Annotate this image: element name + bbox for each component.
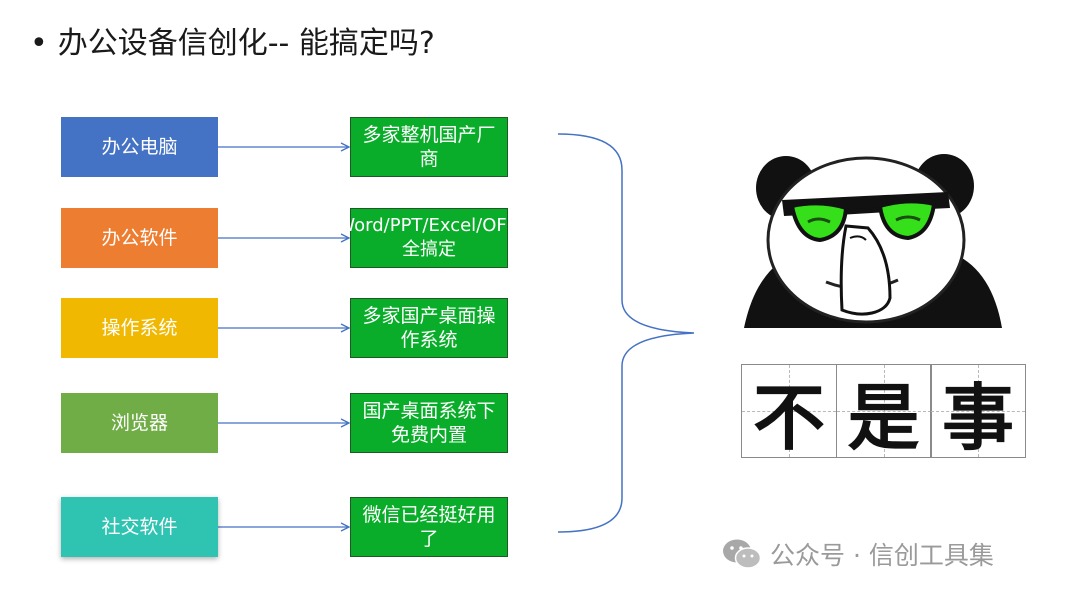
category-box-3: 操作系统 — [61, 298, 218, 358]
answer-label: 多家国产桌面操作系统 — [362, 305, 496, 351]
category-box-1: 办公电脑 — [61, 117, 218, 177]
caption-char: 不 — [752, 374, 825, 460]
category-box-5: 社交软件 — [61, 497, 218, 557]
answer-box-5: 微信已经挺好用了 — [350, 497, 508, 557]
category-box-4: 浏览器 — [61, 393, 218, 453]
category-label: 浏览器 — [110, 412, 168, 434]
answer-label: 微信已经挺好用了 — [362, 504, 496, 550]
answer-label: Word/PPT/Excel/OFD全搞定 — [337, 215, 521, 260]
bullet-icon: • — [30, 26, 48, 61]
watermark-text: 公众号 · 信创工具集 — [770, 541, 994, 570]
answer-box-3: 多家国产桌面操作系统 — [350, 298, 508, 358]
slide-title: • 办公设备信创化-- 能搞定吗? — [30, 18, 435, 62]
panda-meme-image — [744, 154, 1002, 328]
caption-char: 是 — [847, 374, 920, 460]
category-label: 办公电脑 — [101, 136, 178, 158]
category-box-2: 办公软件 — [61, 208, 218, 268]
answer-box-4: 国产桌面系统下免费内置 — [350, 393, 508, 453]
category-label: 办公软件 — [101, 227, 178, 249]
answer-label: 国产桌面系统下免费内置 — [362, 400, 496, 446]
caption-cell-2: 是 — [835, 364, 932, 460]
answer-label: 多家整机国产厂商 — [362, 124, 496, 170]
category-label: 社交软件 — [101, 516, 178, 538]
answer-box-1: 多家整机国产厂商 — [350, 117, 508, 177]
title-text: 办公设备信创化-- 能搞定吗? — [57, 26, 435, 61]
caption-char: 事 — [941, 374, 1014, 460]
category-label: 操作系统 — [101, 317, 178, 339]
caption-cell-1: 不 — [741, 364, 837, 460]
watermark: 公众号 · 信创工具集 — [722, 536, 994, 572]
wechat-icon — [723, 539, 762, 569]
right-brace — [557, 133, 695, 533]
caption-cell-3: 事 — [930, 364, 1026, 460]
meme-caption-grid: 不 是 事 — [741, 364, 1029, 460]
answer-box-2: Word/PPT/Excel/OFD全搞定 — [337, 208, 521, 268]
